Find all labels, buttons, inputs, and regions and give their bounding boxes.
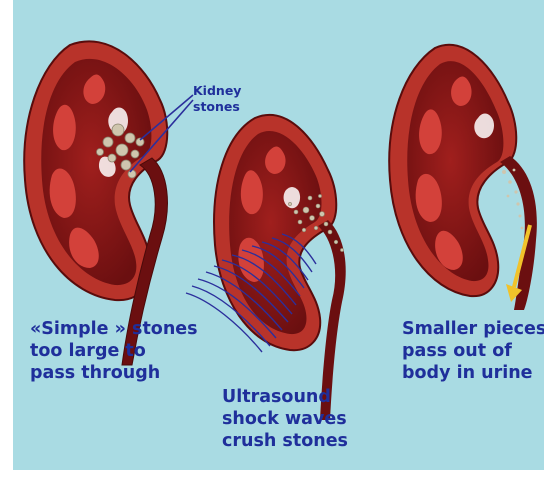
- caption-left: «Simple » stones too large to pass throu…: [30, 318, 198, 384]
- caption-line: Smaller pieces: [402, 318, 544, 340]
- kidney-middle: [186, 115, 346, 420]
- caption-line: shock waves: [222, 408, 348, 430]
- label-line: Kidney: [193, 83, 241, 99]
- kidney-stones-label: Kidney stones: [193, 83, 241, 115]
- caption-line: pass through: [30, 362, 198, 384]
- caption-right: Smaller pieces pass out of body in urine: [402, 318, 544, 384]
- caption-middle: Ultrasound shock waves crush stones: [222, 386, 348, 452]
- label-line: stones: [193, 99, 241, 115]
- kidney-right: [389, 45, 537, 310]
- caption-line: pass out of: [402, 340, 544, 362]
- caption-line: crush stones: [222, 430, 348, 452]
- kidney-left: [24, 41, 193, 365]
- caption-line: body in urine: [402, 362, 544, 384]
- caption-line: «Simple » stones: [30, 318, 198, 340]
- caption-line: Ultrasound: [222, 386, 348, 408]
- caption-line: too large to: [30, 340, 198, 362]
